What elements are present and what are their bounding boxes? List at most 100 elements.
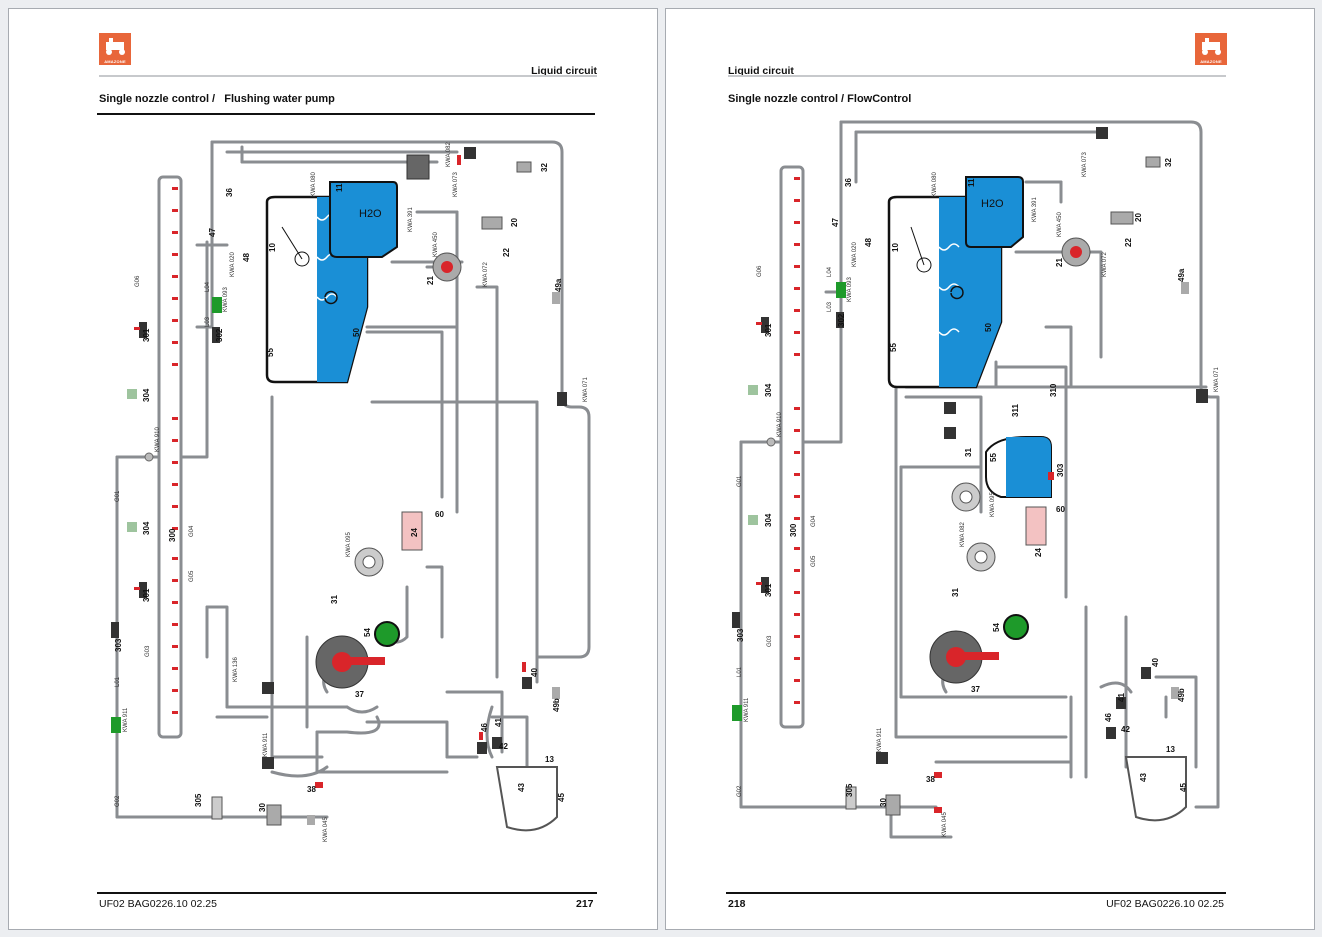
label-38: 38 xyxy=(307,785,316,794)
label-kwa-911: KWA 911 xyxy=(123,707,129,732)
label-g05: G05 xyxy=(811,555,817,567)
label-g05: G05 xyxy=(189,570,195,582)
label-kwa-093: KWA 093 xyxy=(847,277,853,302)
label-22: 22 xyxy=(1124,238,1133,247)
valve-302 xyxy=(212,327,220,343)
label-304: 304 xyxy=(764,383,773,397)
boom-filter-305 xyxy=(845,786,857,810)
flow-meter-l01 xyxy=(732,705,742,721)
valve-38b xyxy=(934,807,942,813)
boom-nozzles xyxy=(794,177,800,704)
valve-49a xyxy=(552,292,560,304)
flow-meter-l03 xyxy=(212,297,222,313)
label-36: 36 xyxy=(225,188,234,197)
label-31: 31 xyxy=(951,588,960,597)
motor-911 xyxy=(876,752,888,764)
valve-49a-end xyxy=(557,392,567,406)
footer-rule xyxy=(97,892,597,894)
flush-pump-54 xyxy=(1003,614,1029,640)
label-10: 10 xyxy=(891,243,900,252)
label-l04: L04 xyxy=(827,266,833,277)
section-valve-303 xyxy=(111,622,119,638)
label-kwa-071: KWA 071 xyxy=(1214,367,1220,392)
valve-41 xyxy=(1116,697,1126,709)
spray-boom xyxy=(111,175,222,739)
label-60: 60 xyxy=(435,510,444,519)
label-310: 310 xyxy=(1049,383,1058,397)
label-kwa-045: KWA 045 xyxy=(323,817,329,842)
valve-49a xyxy=(1181,282,1189,294)
label-l04: L04 xyxy=(205,281,211,292)
section-valve-303 xyxy=(732,612,740,628)
valve-38 xyxy=(315,782,323,788)
gauge-32 xyxy=(516,161,532,173)
label-301: 301 xyxy=(142,328,151,342)
label-l03: L03 xyxy=(205,316,211,327)
agitator-icon xyxy=(324,290,338,305)
label-32: 32 xyxy=(1164,158,1173,167)
sensor-304 xyxy=(127,389,137,399)
valve-40 xyxy=(1141,667,1151,679)
label-kwa-911b: KWA 911 xyxy=(263,732,269,757)
label-13: 13 xyxy=(545,755,554,764)
label-g03: G03 xyxy=(145,645,151,657)
label-30: 30 xyxy=(258,803,267,812)
water-label: H2O xyxy=(359,208,382,220)
label-46: 46 xyxy=(480,723,489,732)
label-38: 38 xyxy=(926,775,935,784)
label-kwa-095: KWA 095 xyxy=(346,532,352,557)
valve-42 xyxy=(1106,727,1116,739)
label-32: 32 xyxy=(540,163,549,172)
label-kwa-910: KWA 910 xyxy=(777,412,783,437)
valve-302 xyxy=(836,312,844,328)
filter-24 xyxy=(1025,506,1047,546)
section-valve-301b xyxy=(139,582,147,598)
label-36: 36 xyxy=(844,178,853,187)
label-49a: 49a xyxy=(1177,268,1186,282)
label-43: 43 xyxy=(1139,773,1148,782)
label-24: 24 xyxy=(1034,548,1043,557)
flow-meter-l01 xyxy=(111,717,121,733)
label-49b: 49b xyxy=(1177,688,1186,702)
valve-38 xyxy=(934,772,942,778)
label-21: 21 xyxy=(1055,258,1064,267)
pipe-network xyxy=(115,140,591,819)
label-kwa-450: KWA 450 xyxy=(433,232,439,257)
label-304b: 304 xyxy=(142,521,151,535)
boom-rail xyxy=(779,165,805,729)
gauge-32 xyxy=(1145,156,1161,168)
motor-m2 xyxy=(944,427,956,439)
label-kwa-045: KWA 045 xyxy=(942,812,948,837)
induction-hopper-13 xyxy=(1124,756,1187,822)
title-rule xyxy=(97,113,595,115)
label-47: 47 xyxy=(831,218,840,227)
flowcontrol-tank xyxy=(985,436,1054,498)
label-kwa-450: KWA 450 xyxy=(1057,212,1063,237)
label-kwa-071: KWA 071 xyxy=(583,377,589,402)
label-kwa-136: KWA 136 xyxy=(233,657,239,682)
label-g02: G02 xyxy=(737,785,743,797)
valve-49a-end xyxy=(1196,389,1208,403)
label-13: 13 xyxy=(1166,745,1175,754)
label-l03: L03 xyxy=(827,301,833,312)
logo-brand-text: AMAZONE xyxy=(104,59,126,64)
label-301: 301 xyxy=(764,323,773,337)
label-301b: 301 xyxy=(764,583,773,597)
valve-40 xyxy=(522,677,532,689)
motor-136 xyxy=(262,682,274,694)
label-kwa-073: KWA 073 xyxy=(453,172,459,197)
label-kwa-910: KWA 910 xyxy=(155,427,161,452)
line-labels: G06 G01 G02 G03 G04 G05 L01 L03 L04 KWA … xyxy=(737,152,1220,837)
label-304b: 304 xyxy=(764,513,773,527)
label-g06: G06 xyxy=(135,275,141,287)
label-302: 302 xyxy=(837,313,846,327)
label-43: 43 xyxy=(517,783,526,792)
label-45: 45 xyxy=(1179,783,1188,792)
label-50: 50 xyxy=(984,323,993,332)
label-49a: 49a xyxy=(554,278,563,292)
page-number: 217 xyxy=(576,898,594,910)
label-48: 48 xyxy=(242,253,251,262)
sensor-304b xyxy=(127,522,137,532)
components xyxy=(211,147,567,832)
label-g03: G03 xyxy=(767,635,773,647)
